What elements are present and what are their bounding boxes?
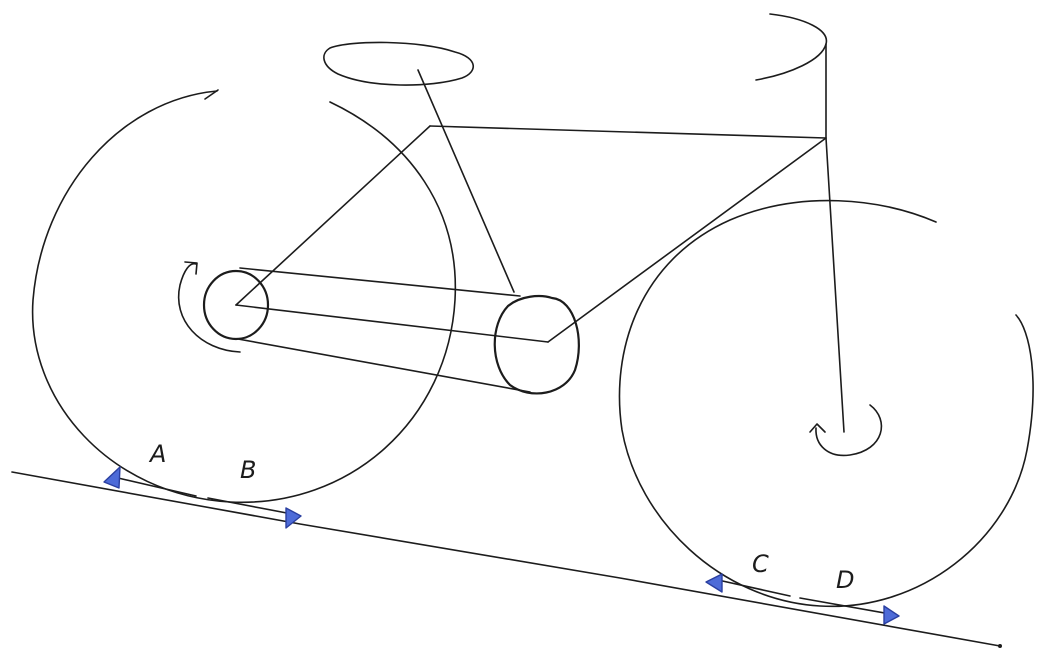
front-contact-arrow-c	[717, 579, 791, 597]
ground-slope-line	[11, 471, 1001, 647]
down-tube	[547, 137, 827, 343]
rear-contact-arrow-b	[207, 497, 293, 515]
front-rotation-arrow	[815, 404, 883, 457]
seat-tube	[417, 69, 515, 293]
rear-wheel-tick	[204, 89, 219, 100]
triangle-marker-icon	[883, 605, 900, 625]
label-b: B	[240, 456, 256, 484]
front-contact-arrow-d	[799, 597, 891, 615]
handlebar	[755, 13, 828, 81]
saddle	[323, 41, 474, 86]
chain-mid	[235, 304, 549, 343]
top-tube	[429, 125, 827, 139]
rear-contact-arrow-a	[117, 477, 197, 497]
fork	[825, 43, 845, 433]
front-wheel	[618, 199, 1034, 608]
rear-rotation-arrow	[177, 262, 241, 353]
triangle-marker-icon	[103, 466, 121, 489]
chain-top	[239, 267, 521, 297]
seat-stay	[235, 125, 431, 306]
triangle-marker-icon	[285, 507, 302, 529]
ground-end-dot	[998, 644, 1002, 648]
label-c: C	[752, 550, 769, 578]
clockwise-arrow-icon	[809, 423, 826, 433]
clockwise-arrow-icon	[184, 261, 198, 275]
chainring	[493, 295, 580, 395]
chain-bottom	[237, 338, 531, 393]
label-a: A	[148, 440, 166, 468]
label-d: D	[836, 566, 854, 594]
rear-sprocket	[202, 269, 270, 341]
triangle-marker-icon	[705, 573, 723, 593]
